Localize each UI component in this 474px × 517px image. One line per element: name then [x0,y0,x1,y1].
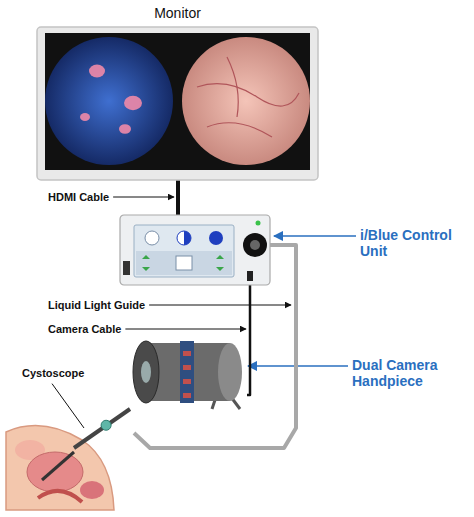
monitor-box: Monitor [37,27,318,180]
adjust-arrow [216,267,224,271]
tumor-spot [124,96,142,110]
control-unit-box: i/Blue Control Unit [120,215,270,285]
vessel-line [197,84,299,106]
handpiece-box: Dual Camera Handpiece [132,335,247,410]
leader-arrow [125,329,246,330]
band-mark [183,393,191,398]
focus-band [180,341,194,403]
band-mark [183,365,191,370]
body-outline [6,426,114,510]
cable-label: Camera Cable [48,323,121,335]
light-post [101,420,111,430]
scope-shaft [42,452,74,480]
power-switch [123,261,130,275]
dual-mode-button [177,231,191,245]
adjust-arrow [142,255,150,259]
band-mark [183,379,191,384]
unit-housing [120,215,270,285]
camera-port [247,271,253,281]
node-label: Cystoscope [22,367,102,380]
scope-body [74,409,130,448]
urethra-shape [38,491,82,502]
monitor-box-shape [37,27,318,180]
dual-mode-half [184,231,191,245]
white-mode-button [145,231,159,245]
touch-panel [134,225,234,277]
power-led [256,221,261,226]
tumor-spot [80,113,90,121]
tumor-spot [89,65,105,78]
hdmi-cable [176,180,180,215]
handpiece-box-shape [132,335,247,410]
node-label: Dual Camera Handpiece [352,357,467,389]
vessel-line [227,57,238,117]
light-port-knob [243,233,267,257]
light-port-center [250,240,260,250]
anatomy-illustration [6,426,114,510]
cystoscope-box-shape [72,405,134,450]
leader-lines [52,197,356,428]
monitor-frame [37,27,318,180]
monitor-screen [45,33,310,170]
control-unit-box-shape [120,215,270,285]
blue-mode-button [209,231,223,245]
leader-arrow [149,305,291,306]
leader-line [52,384,84,428]
camera-end-cap [218,343,242,401]
node-label: Monitor [37,5,318,21]
tumor-spot [119,124,131,134]
camera-cable [247,285,250,395]
callout-arrow [274,235,356,237]
camera-front-cap [133,341,159,403]
cable-label: HDMI Cable [48,191,109,203]
cystoscope-box: Cystoscope [72,405,134,450]
adjust-arrow [142,267,150,271]
bladder-shape [27,452,83,492]
white-light-view [182,37,310,165]
lens-mount [141,361,151,383]
node-label: i/Blue Control Unit [360,227,465,259]
control-strip [136,251,232,275]
band-mark [183,351,191,356]
value-box [176,256,192,270]
leader-arrow [113,197,174,198]
tissue-shape [80,481,104,499]
adjust-arrow [216,255,224,259]
blue-light-view [45,37,173,165]
cable-label: Liquid Light Guide [48,299,145,311]
vessel-line [207,123,272,137]
